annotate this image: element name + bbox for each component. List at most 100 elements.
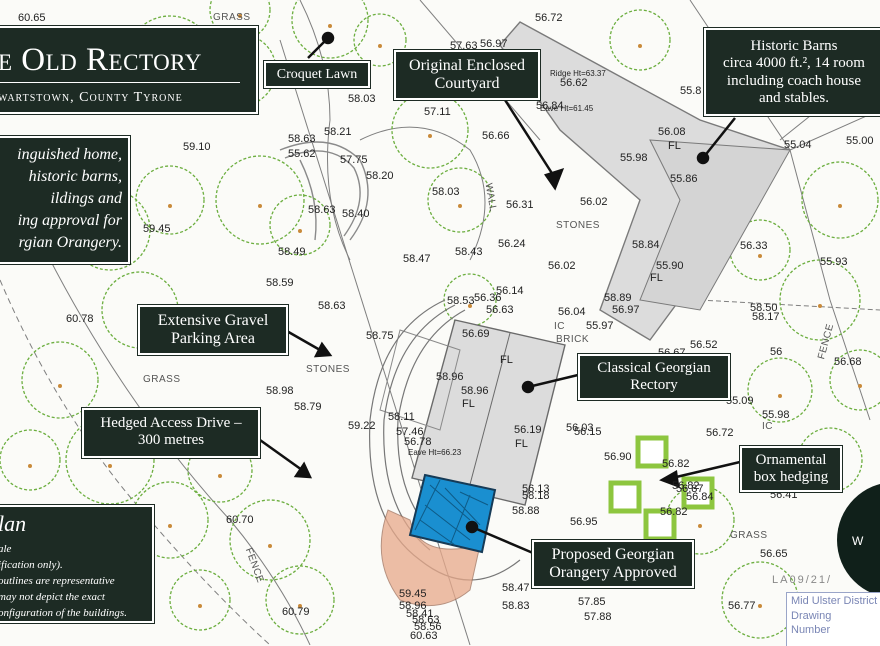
access-drive-label: Hedged Access Drive – 300 metres xyxy=(81,407,261,459)
tree xyxy=(291,0,369,59)
spot-height: 58.03 xyxy=(432,186,460,198)
box-hedging xyxy=(608,435,715,542)
spot-height: 57.88 xyxy=(584,611,612,623)
spot-height: 55.8 xyxy=(680,85,702,97)
tree xyxy=(169,569,231,631)
spot-height: 56.66 xyxy=(482,130,510,142)
spot-height: 56.02 xyxy=(580,196,608,208)
spot-height: 58.96 xyxy=(436,371,464,383)
tree-trunk xyxy=(168,204,172,208)
description-line: ing approval for xyxy=(17,212,122,229)
croquet-lawn-label: Croquet Lawn xyxy=(263,60,371,89)
spot-height: 58.63 xyxy=(318,300,346,312)
description-line: inguished home, xyxy=(17,146,122,163)
spot-height: 56.33 xyxy=(740,240,768,252)
spot-height: 58.41 xyxy=(406,608,434,620)
spot-height: 59.45 xyxy=(399,588,427,600)
spot-height: 58.49 xyxy=(278,246,306,258)
leader-lines xyxy=(259,31,741,555)
spot-height: 56.68 xyxy=(834,356,862,368)
tree-trunk xyxy=(818,304,822,308)
spot-height: 55.04 xyxy=(784,139,812,151)
tree-trunk xyxy=(258,204,262,208)
tree xyxy=(801,161,879,239)
spot-height: 58.18 xyxy=(522,490,550,502)
spot-height: 58.43 xyxy=(455,246,483,258)
spot-height: 56.84 xyxy=(536,100,564,112)
plan-title: lan xyxy=(0,511,27,536)
tree-trunk xyxy=(238,14,242,18)
spot-height: 58.63 xyxy=(308,204,336,216)
spot-height: 58.53 xyxy=(447,295,475,307)
tree xyxy=(391,91,469,169)
spot-height: 58.84 xyxy=(632,239,660,251)
spot-height: 60.79 xyxy=(282,606,310,618)
tree xyxy=(729,219,791,281)
council-line: Mid Ulster District xyxy=(791,595,878,607)
spot-height: 56.78 xyxy=(404,436,432,448)
tree-trunk xyxy=(458,204,462,208)
spot-height: 58.47 xyxy=(403,253,431,265)
label-text: Ornamental xyxy=(755,452,827,468)
courtyard-label: Original Enclosed Courtyard xyxy=(393,49,541,101)
tree xyxy=(229,499,311,581)
spot-height: 56.82 xyxy=(660,506,688,518)
council-line: Number xyxy=(791,624,831,636)
spot-height: 56.41 xyxy=(770,489,798,501)
label-text: Parking Area xyxy=(171,330,255,348)
spot-height: 56.90 xyxy=(604,451,632,463)
tree-trunk xyxy=(298,229,302,233)
fl-marker: FL xyxy=(515,438,528,450)
ic-label: IC xyxy=(762,421,773,432)
label-text: 300 metres xyxy=(137,432,205,449)
spot-height: 56.87 xyxy=(676,483,704,495)
hedge-square xyxy=(635,435,669,469)
spot-height: 58.96 xyxy=(461,385,489,397)
spot-height: 56.72 xyxy=(535,12,563,24)
spot-height: 58.89 xyxy=(604,292,632,304)
spot-height: 56.97 xyxy=(480,38,508,50)
tree xyxy=(131,481,209,559)
tree-trunk xyxy=(28,464,32,468)
plan-line: onfiguration of the buildings. xyxy=(0,607,127,619)
tree xyxy=(135,165,205,235)
spot-height: 58.11 xyxy=(388,411,415,423)
plan-line: outlines are representative xyxy=(0,575,115,587)
spot-height: 55.62 xyxy=(288,148,316,160)
tree xyxy=(265,565,335,635)
fl-marker: FL xyxy=(462,398,475,410)
tree xyxy=(829,349,880,411)
tree-trunk xyxy=(778,394,782,398)
spot-height: 58.75 xyxy=(366,330,394,342)
plan-line: ification only). xyxy=(0,559,63,571)
spot-height: 56.63 xyxy=(486,304,514,316)
label-text: circa 4000 ft.², 14 room xyxy=(723,55,865,72)
spot-height: 57.85 xyxy=(578,596,606,608)
spot-height: 58.56 xyxy=(414,621,442,633)
fl-marker: FL xyxy=(650,272,663,284)
description-line: ildings and xyxy=(50,190,122,207)
tree-trunk xyxy=(838,204,842,208)
spot-height: 57.46 xyxy=(396,426,424,438)
tree-trunk xyxy=(108,464,112,468)
tree xyxy=(353,13,407,67)
council-line: Drawing xyxy=(791,610,832,622)
spot-height: 56.62 xyxy=(560,77,588,89)
spot-height: 58.83 xyxy=(502,600,530,612)
fl-marker: FL xyxy=(668,140,681,152)
spot-height: 56.82 xyxy=(672,480,700,492)
spot-height: 55.86 xyxy=(670,173,698,185)
spot-height: 56.84 xyxy=(686,491,714,503)
spot-height: 55.97 xyxy=(586,320,614,332)
property-location: wartstown, County Tyrone xyxy=(0,90,183,105)
spot-height: 58.40 xyxy=(342,208,370,220)
label-text: Rectory xyxy=(630,377,678,394)
spot-height: 58.63 xyxy=(412,614,440,626)
tree xyxy=(747,357,813,423)
spot-height: 58.20 xyxy=(366,170,394,182)
hedge-square xyxy=(643,508,677,542)
label-text: including coach house xyxy=(726,72,862,89)
description-line: rgian Orangery. xyxy=(18,234,122,251)
tree-trunk xyxy=(858,384,862,388)
spot-height: 55.93 xyxy=(820,256,848,268)
